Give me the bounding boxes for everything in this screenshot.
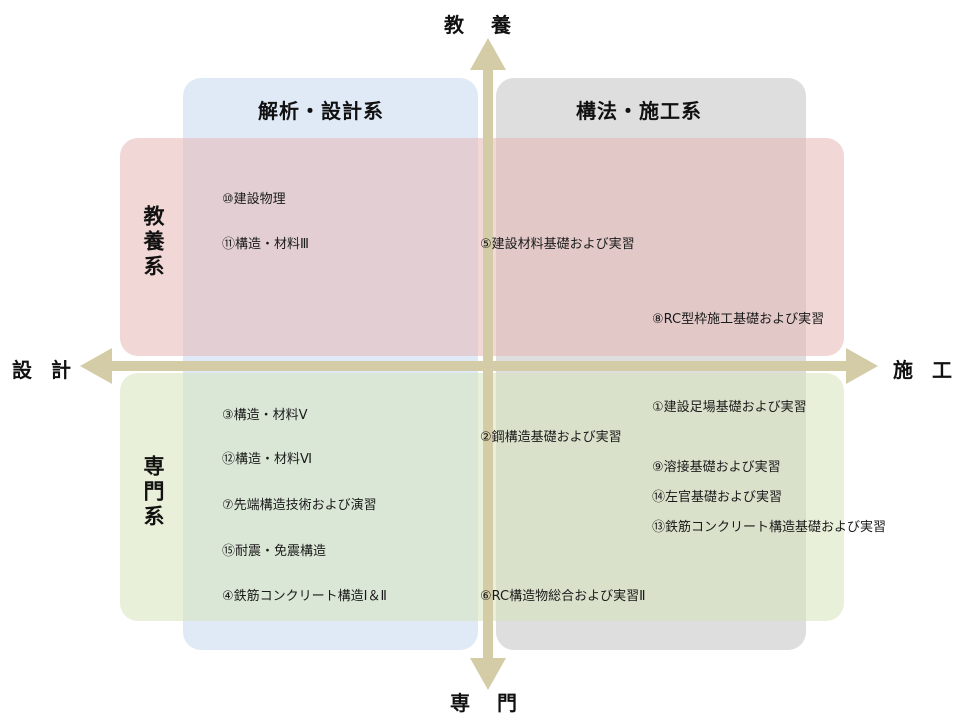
course-label: ⑤建設材料基礎および実習 bbox=[480, 237, 635, 252]
course-label: ⑫構造・材料Ⅵ bbox=[222, 452, 312, 467]
course-label: ⑪構造・材料Ⅲ bbox=[222, 237, 309, 252]
horizontal-axis-shaft bbox=[100, 361, 860, 371]
side-label-senmon: 専門系 bbox=[141, 455, 165, 530]
course-label: ⑬鉄筋コンクリート構造基礎および実習 bbox=[652, 520, 887, 535]
up-arrow-head bbox=[470, 38, 506, 70]
course-label: ⑦先端構造技術および演習 bbox=[222, 498, 377, 513]
course-label: ③構造・材料Ⅴ bbox=[222, 408, 308, 423]
course-label: ④鉄筋コンクリート構造Ⅰ＆Ⅱ bbox=[222, 589, 387, 604]
axis-label-top: 教 養 bbox=[444, 13, 521, 37]
course-label: ⑮耐震・免震構造 bbox=[222, 544, 327, 559]
liberal-arts-region bbox=[120, 138, 844, 356]
course-label: ②鋼構造基礎および実習 bbox=[480, 430, 622, 445]
course-label: ⑥RC構造物総合および実習Ⅱ bbox=[480, 589, 646, 604]
course-label: ⑨溶接基礎および実習 bbox=[652, 460, 781, 475]
axis-label-right: 施 工 bbox=[893, 358, 958, 382]
course-label: ①建設足場基礎および実習 bbox=[652, 400, 807, 415]
left-arrow-head bbox=[80, 348, 112, 384]
right-arrow-head bbox=[846, 348, 878, 384]
header-construction: 構法・施工系 bbox=[576, 99, 702, 123]
down-arrow-head bbox=[470, 658, 506, 690]
axis-label-bottom: 専 門 bbox=[450, 691, 527, 715]
side-label-kyoyo: 教養系 bbox=[141, 205, 165, 280]
axis-label-left: 設 計 bbox=[12, 358, 77, 382]
specialized-region bbox=[120, 373, 844, 621]
course-label: ⑩建設物理 bbox=[222, 192, 286, 207]
header-analysis-design: 解析・設計系 bbox=[258, 99, 384, 123]
course-label: ⑧RC型枠施工基礎および実習 bbox=[652, 312, 825, 327]
course-label: ⑭左官基礎および実習 bbox=[652, 490, 783, 505]
